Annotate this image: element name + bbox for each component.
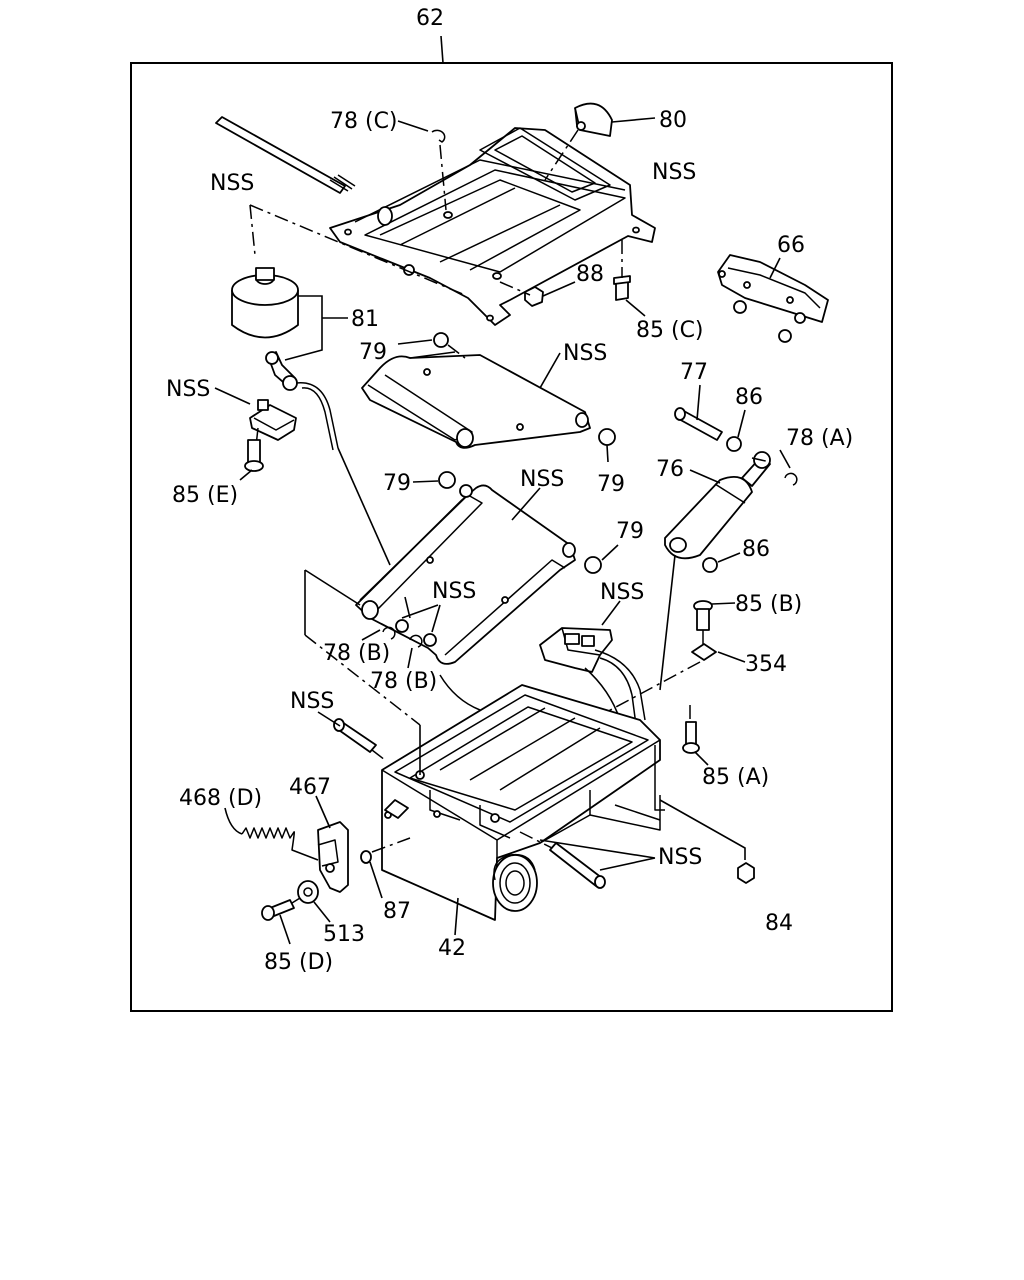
bushing-86-b [702, 557, 718, 573]
washer-79-b [598, 428, 616, 446]
washer-79-d [584, 556, 602, 574]
label-76: 76 [656, 457, 684, 482]
clip-78b-b [409, 634, 423, 648]
label-79-c: 79 [597, 472, 625, 497]
bushing-nss-b [423, 633, 437, 647]
switch-nss [539, 627, 646, 726]
air-hose [295, 382, 339, 449]
bolt-nss [549, 842, 606, 889]
upper-arm-nss [361, 351, 591, 449]
latch-plate-467 [317, 821, 349, 893]
label-85b: 85 (B) [735, 592, 802, 617]
clip-78c [431, 129, 446, 143]
label-nss-switch: NSS [600, 580, 644, 605]
bracket-66 [717, 254, 829, 343]
bushing-86-a [726, 436, 742, 452]
washer-513 [297, 880, 319, 904]
pin-77 [674, 407, 723, 441]
label-nss-pin: NSS [290, 689, 334, 714]
bolt-85e [244, 439, 264, 472]
label-86-b: 86 [742, 537, 770, 562]
clip-78b-a [382, 626, 396, 640]
label-nss-top-frame: NSS [652, 160, 696, 185]
small-bracket-nss [249, 399, 297, 441]
label-79-a: 79 [359, 340, 387, 365]
label-84: 84 [765, 911, 793, 936]
lower-arm-nss [355, 484, 576, 665]
label-nss-upper-arm: NSS [563, 341, 607, 366]
label-81: 81 [351, 307, 379, 332]
label-85d: 85 (D) [264, 950, 333, 975]
label-nss-rod-top: NSS [210, 171, 254, 196]
washer-354 [691, 643, 717, 661]
bolt-85b [693, 600, 713, 631]
label-88: 88 [576, 262, 604, 287]
label-513: 513 [323, 922, 365, 947]
label-85e: 85 (E) [172, 483, 238, 508]
label-42: 42 [438, 936, 466, 961]
label-80: 80 [659, 108, 687, 133]
label-354: 354 [745, 652, 787, 677]
top-seat-frame [329, 127, 656, 326]
washer-87 [360, 850, 372, 864]
bolt-85a [682, 721, 700, 754]
label-78b-a: 78 (B) [323, 641, 390, 666]
bolt-85d [261, 899, 295, 921]
clip-78a [784, 472, 798, 486]
label-85c: 85 (C) [636, 318, 704, 343]
assembly-number: 62 [416, 6, 444, 31]
long-rod-nss [215, 116, 356, 194]
diagram-border [130, 62, 893, 1012]
washer-79-a [433, 332, 449, 348]
nut-84 [737, 862, 755, 884]
label-79-d: 79 [616, 519, 644, 544]
label-nss-lower-arm: NSS [520, 467, 564, 492]
air-spring-81 [231, 267, 299, 391]
label-nss-bracket: NSS [166, 377, 210, 402]
gas-cylinder-76 [664, 451, 771, 560]
base-frame-42 [381, 684, 665, 921]
bolt-85c [613, 275, 631, 301]
label-78b-b: 78 (B) [370, 669, 437, 694]
label-66: 66 [777, 233, 805, 258]
nut-88 [524, 286, 544, 307]
label-77: 77 [680, 360, 708, 385]
label-nss-bolt: NSS [658, 845, 702, 870]
label-78a: 78 (A) [786, 426, 853, 451]
washer-79-c [438, 471, 456, 489]
label-87: 87 [383, 899, 411, 924]
spring-468d [241, 827, 319, 861]
label-467: 467 [289, 775, 331, 800]
label-78c: 78 (C) [330, 109, 398, 134]
label-468d: 468 (D) [179, 786, 262, 811]
label-nss-bushings: NSS [432, 579, 476, 604]
pin-nss [333, 718, 377, 753]
label-79-b: 79 [383, 471, 411, 496]
part-80 [574, 102, 613, 137]
label-85a: 85 (A) [702, 765, 769, 790]
bushing-nss-a [395, 619, 409, 633]
label-86-a: 86 [735, 385, 763, 410]
